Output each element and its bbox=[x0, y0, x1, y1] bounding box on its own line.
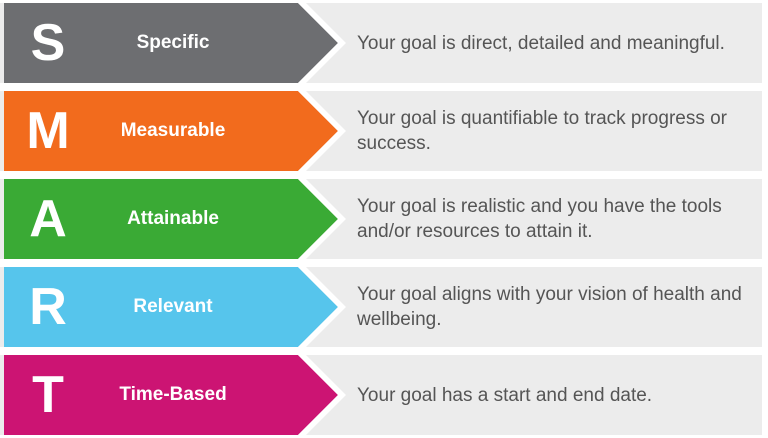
arrow-banner bbox=[4, 179, 338, 259]
smart-word: Measurable bbox=[120, 120, 226, 141]
smart-word: Attainable bbox=[127, 208, 219, 229]
smart-letter: T bbox=[32, 366, 64, 424]
smart-letter: S bbox=[30, 14, 66, 72]
smart-description: Your goal is direct, detailed and meanin… bbox=[357, 3, 752, 83]
arrow-banner bbox=[4, 267, 338, 347]
smart-row-attainable: A Attainable Your goal is realistic and … bbox=[0, 179, 768, 259]
smart-row-relevant: R Relevant Your goal aligns with your vi… bbox=[0, 267, 768, 347]
smart-row-measurable: M Measurable Your goal is quantifiable t… bbox=[0, 91, 768, 171]
arrow-banner bbox=[4, 355, 338, 435]
smart-letter: A bbox=[29, 190, 67, 248]
description-text: Your goal is direct, detailed and meanin… bbox=[357, 32, 725, 54]
arrow-banner bbox=[4, 3, 338, 83]
description-text: Your goal is realistic and you have the … bbox=[357, 196, 722, 242]
arrow-banner bbox=[4, 91, 338, 171]
smart-description: Your goal aligns with your vision of hea… bbox=[357, 267, 752, 347]
smart-description: Your goal is quantifiable to track progr… bbox=[357, 91, 752, 171]
smart-word: Time-Based bbox=[119, 384, 227, 405]
smart-letter: R bbox=[29, 278, 67, 336]
smart-description: Your goal has a start and end date. bbox=[357, 355, 752, 435]
smart-word: Specific bbox=[136, 32, 210, 53]
smart-description: Your goal is realistic and you have the … bbox=[357, 179, 752, 259]
description-text: Your goal aligns with your vision of hea… bbox=[357, 284, 742, 330]
smart-row-time-based: T Time-Based Your goal has a start and e… bbox=[0, 355, 768, 435]
smart-word: Relevant bbox=[133, 296, 213, 317]
smart-row-specific: S Specific Your goal is direct, detailed… bbox=[0, 3, 768, 83]
description-text: Your goal is quantifiable to track progr… bbox=[357, 108, 728, 154]
description-text: Your goal has a start and end date. bbox=[357, 384, 653, 406]
smart-letter: M bbox=[26, 102, 70, 160]
